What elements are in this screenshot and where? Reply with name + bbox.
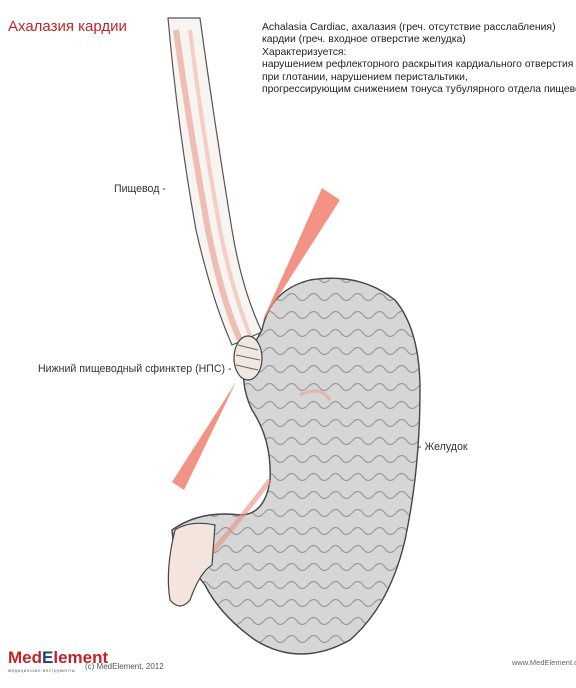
stomach-label: - Желудок [418, 441, 468, 453]
esophagus-label: Пищевод - [114, 183, 166, 195]
copyright: (c) MedElement, 2012 [85, 662, 164, 671]
duodenum [168, 523, 215, 606]
lower-esophageal-sphincter [234, 336, 262, 380]
stomach [172, 278, 420, 654]
logo-e: E [42, 648, 53, 667]
website-link[interactable]: www.MedElement.co [512, 658, 576, 667]
arrow-lower [172, 382, 236, 490]
logo-med: Med [8, 648, 42, 667]
les-label: Нижний пищеводный сфинктер (НПС) - [38, 363, 232, 375]
esophagus [168, 18, 262, 345]
